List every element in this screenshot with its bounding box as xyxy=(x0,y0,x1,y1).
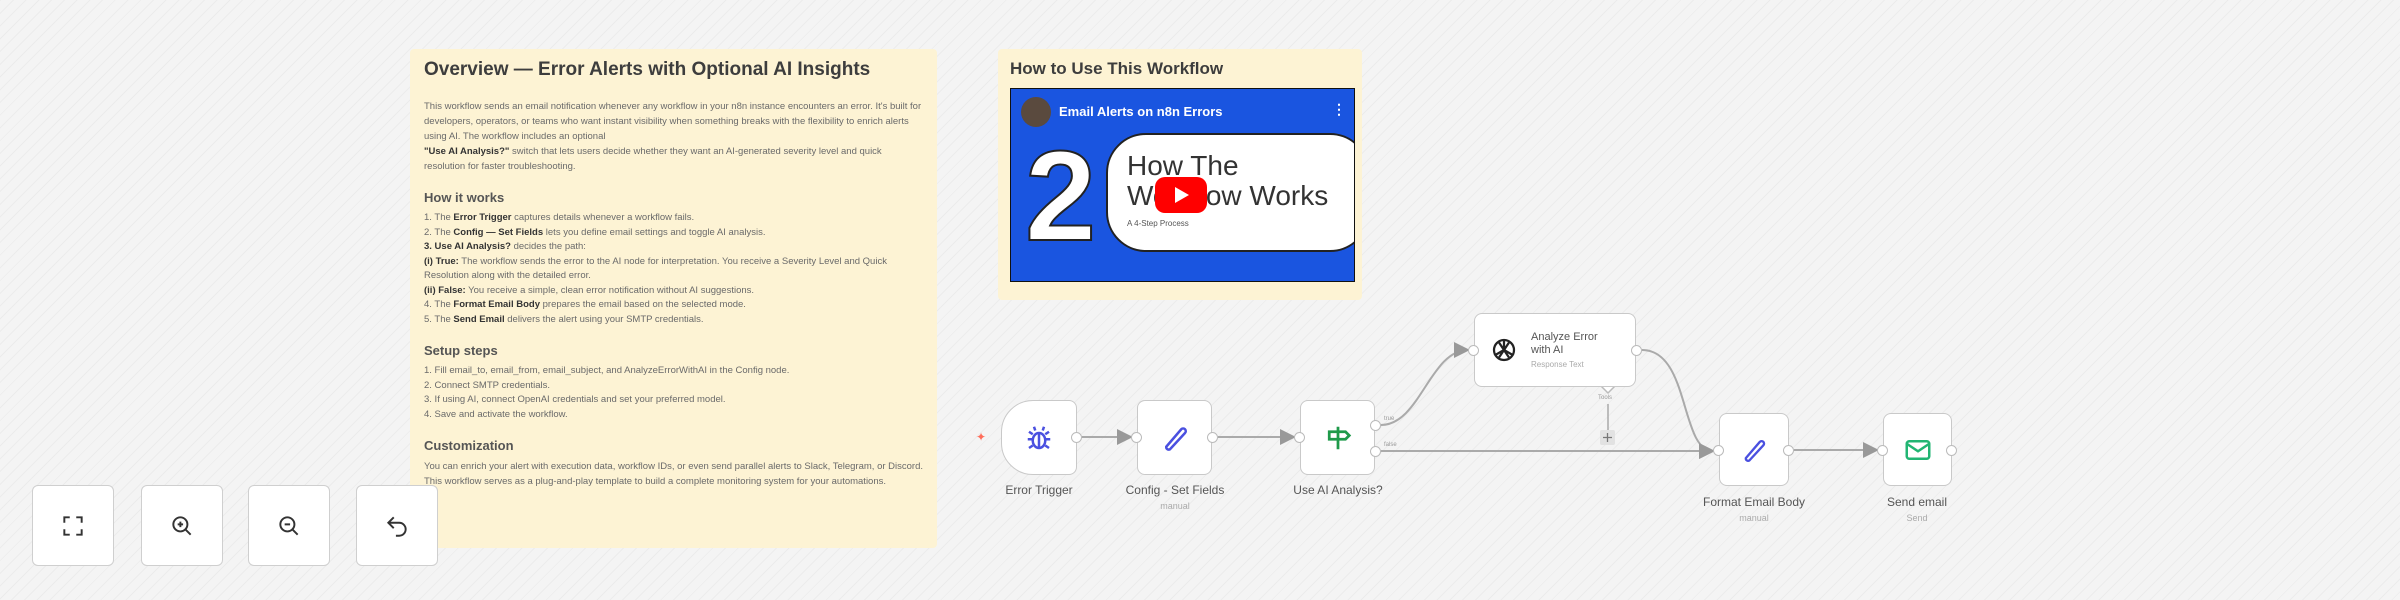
setup-step: 2. Connect SMTP credentials. xyxy=(424,379,551,391)
send-output[interactable] xyxy=(1946,445,1957,456)
useai-true-output[interactable] xyxy=(1370,420,1381,431)
node-error-trigger[interactable] xyxy=(1001,400,1077,475)
thumb-card xyxy=(1106,133,1354,252)
add-tool-plus-icon xyxy=(1603,433,1612,442)
signpost-icon xyxy=(1327,426,1351,449)
node-label: Send email xyxy=(1886,495,1948,509)
how-it-works-list: 1. The Error Trigger captures details wh… xyxy=(424,211,923,327)
how-it-works-step: 5. The Send Email delivers the alert usi… xyxy=(424,313,704,325)
useai-false-output[interactable] xyxy=(1370,446,1381,457)
zoom-in-button[interactable] xyxy=(141,485,223,566)
setup-heading: Setup steps xyxy=(424,343,498,358)
customization-text: You can enrich your alert with execution… xyxy=(424,461,923,487)
setup-step: 3. If using AI, connect OpenAI credentia… xyxy=(424,394,726,405)
envelope-icon xyxy=(1905,439,1930,460)
tools-label: Tools xyxy=(1598,395,1613,401)
youtube-video-embed[interactable]: 2 How The Workflow Works A 4-Step Proces… xyxy=(1010,88,1355,282)
node-label: Error Trigger xyxy=(1005,483,1073,497)
openai-icon xyxy=(1492,338,1516,362)
reset-zoom-button[interactable] xyxy=(356,485,438,566)
send-input[interactable] xyxy=(1877,445,1888,456)
true-branch-label: true xyxy=(1384,416,1395,422)
node-analyze-error-with-ai[interactable]: Analyze Error with AI Response Text xyxy=(1474,313,1636,387)
pencil-icon xyxy=(1164,426,1187,451)
false-branch-label: false xyxy=(1384,442,1397,448)
play-button-icon[interactable] xyxy=(1155,177,1207,213)
node-format-email-body[interactable] xyxy=(1719,413,1789,486)
config-input[interactable] xyxy=(1131,432,1142,443)
node-subtitle: manual xyxy=(1739,513,1769,523)
zoom-out-button[interactable] xyxy=(248,485,330,566)
fit-view-button[interactable] xyxy=(32,485,114,566)
zoom-out-icon xyxy=(279,515,299,535)
channel-avatar xyxy=(1021,97,1051,127)
how-it-works-step: (ii) False: You receive a simple, clean … xyxy=(424,284,755,296)
video-title[interactable]: Email Alerts on n8n Errors xyxy=(1059,104,1223,119)
thumb-subtitle: A 4-Step Process xyxy=(1127,219,1189,228)
node-subtitle: manual xyxy=(1160,501,1190,511)
analyze-output[interactable] xyxy=(1631,345,1642,356)
analyze-input[interactable] xyxy=(1468,345,1479,356)
node-config-set-fields[interactable] xyxy=(1137,400,1212,475)
thumb-number: 2 xyxy=(1024,125,1097,268)
how-it-works-step: (i) True: The workflow sends the error t… xyxy=(424,255,887,282)
edge-analyze-format xyxy=(1641,349,1715,459)
how-it-works-heading: How it works xyxy=(424,190,505,205)
node-subtitle: Send xyxy=(1906,513,1928,523)
setup-step: 4. Save and activate the workflow. xyxy=(424,408,568,420)
overview-sticky-note[interactable]: Overview — Error Alerts with Optional AI… xyxy=(410,49,937,548)
edge-true-analyze xyxy=(1380,342,1470,426)
node-label: Config - Set Fields xyxy=(1125,483,1225,497)
format-output[interactable] xyxy=(1783,445,1794,456)
fit-view-icon xyxy=(63,515,83,536)
how-it-works-step: 1. The Error Trigger captures details wh… xyxy=(424,212,695,223)
customization-heading: Customization xyxy=(424,438,514,453)
config-output[interactable] xyxy=(1207,432,1218,443)
how-it-works-step: 3. Use AI Analysis? decides the path: xyxy=(424,241,586,252)
video-note-title: How to Use This Workflow xyxy=(1010,59,1224,78)
bug-icon xyxy=(1027,425,1051,449)
overview-title: Overview — Error Alerts with Optional AI… xyxy=(424,59,871,80)
node-label: Analyze Error with AI xyxy=(1531,331,1598,356)
pencil-icon xyxy=(1744,439,1766,462)
more-options-icon[interactable]: ⋮ xyxy=(1332,101,1346,117)
node-subtitle: Response Text xyxy=(1531,360,1584,369)
setup-list: 1. Fill email_to, email_from, email_subj… xyxy=(424,364,923,422)
overview-intro: This workflow sends an email notificatio… xyxy=(424,101,922,172)
node-use-ai-analysis[interactable] xyxy=(1300,400,1375,475)
useai-input[interactable] xyxy=(1294,432,1305,443)
undo-icon xyxy=(386,516,407,537)
format-input[interactable] xyxy=(1713,445,1724,456)
trigger-bolt-icon: ✦ xyxy=(976,430,987,444)
how-it-works-step: 4. The Format Email Body prepares the em… xyxy=(424,299,746,310)
error-trigger-output[interactable] xyxy=(1071,432,1082,443)
node-label: Format Email Body xyxy=(1702,495,1806,509)
zoom-in-icon xyxy=(172,515,192,535)
setup-step: 1. Fill email_to, email_from, email_subj… xyxy=(424,365,790,376)
how-it-works-step: 2. The Config — Set Fields lets you defi… xyxy=(424,226,766,238)
node-label: Use AI Analysis? xyxy=(1293,483,1383,497)
node-send-email[interactable] xyxy=(1883,413,1952,486)
